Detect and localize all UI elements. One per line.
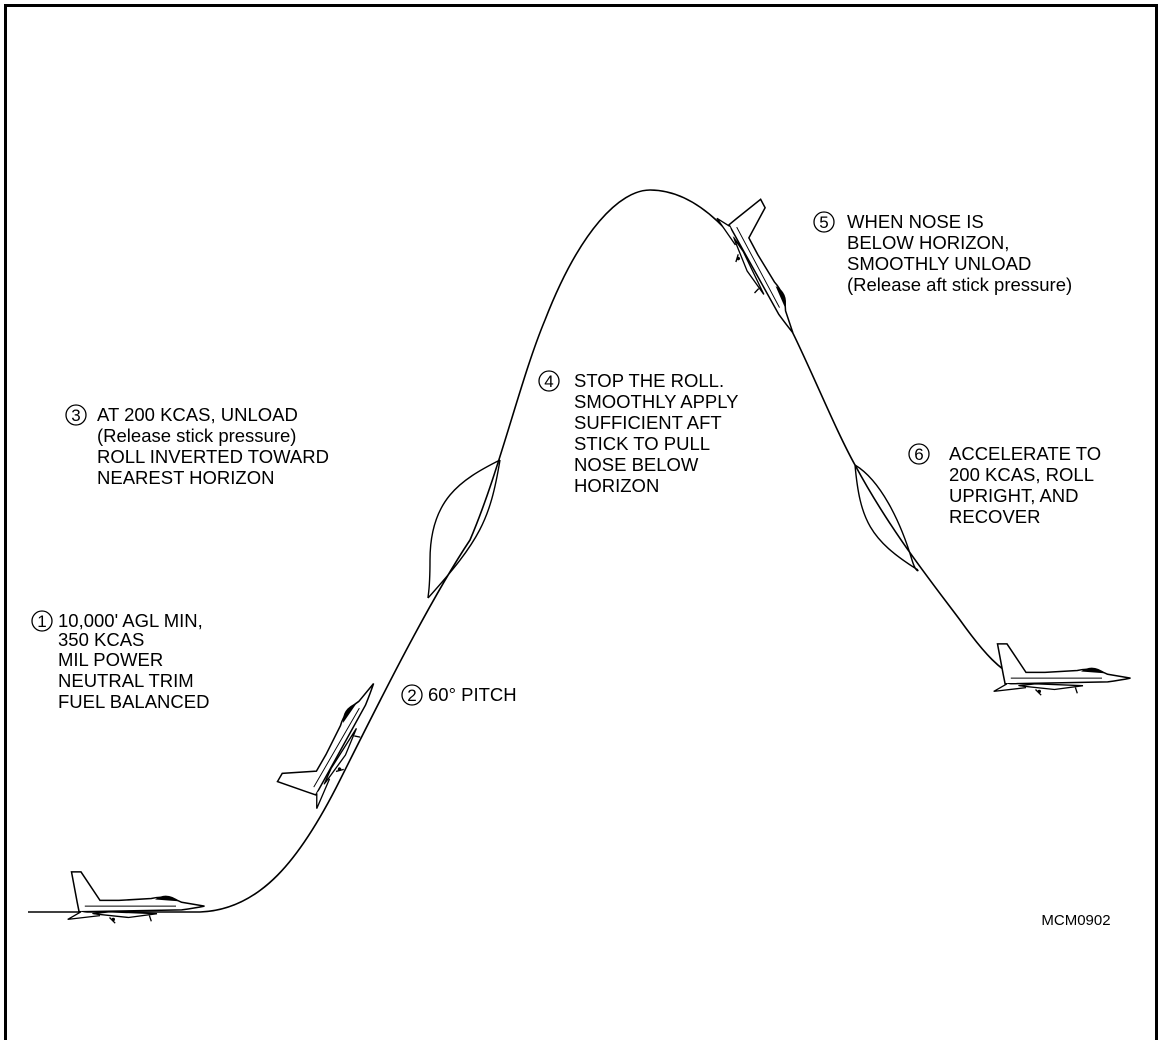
step-5-line-1: WHEN NOSE IS (847, 211, 984, 232)
step-6-line-1: ACCELERATE TO (949, 443, 1101, 464)
step-6-line-2: 200 KCAS, ROLL (949, 464, 1094, 485)
roll-twist-right-b (854, 464, 919, 571)
flight-path (28, 189, 1021, 913)
step-5-line-3: SMOOTHLY UNLOAD (847, 253, 1031, 274)
step-5: 5 WHEN NOSE IS BELOW HORIZON, SMOOTHLY U… (813, 211, 1072, 295)
figure-code: MCM0902 (1041, 912, 1110, 929)
step-6-number: 6 (914, 445, 923, 464)
figure-frame (4, 4, 1158, 1040)
step-4-line-6: HORIZON (574, 475, 659, 496)
jet-fighter-icon (274, 665, 390, 812)
step-4-line-4: STICK TO PULL (574, 433, 710, 454)
step-5-line-4: (Release aft stick pressure) (847, 274, 1072, 295)
step-1-line-3: MIL POWER (58, 649, 163, 670)
step-3-line-1: AT 200 KCAS, UNLOAD (97, 404, 298, 425)
step-5-line-2: BELOW HORIZON, (847, 232, 1009, 253)
step-1-number: 1 (37, 612, 46, 631)
step-5-number: 5 (819, 213, 828, 232)
step-2: 2 60° PITCH (401, 684, 517, 706)
step-1: 1 10,000' AGL MIN, 350 KCAS MIL POWER NE… (31, 610, 209, 712)
step-3: 3 AT 200 KCAS, UNLOAD (Release stick pre… (65, 404, 329, 488)
step-1-line-1: 10,000' AGL MIN, (58, 610, 203, 631)
step-3-line-2: (Release stick pressure) (97, 425, 296, 446)
step-2-number: 2 (407, 686, 416, 705)
step-4: 4 STOP THE ROLL. SMOOTHLY APPLY SUFFICIE… (538, 370, 739, 496)
step-3-line-4: NEAREST HORIZON (97, 467, 274, 488)
step-4-line-2: SMOOTHLY APPLY (574, 391, 739, 412)
step-3-number: 3 (71, 406, 80, 425)
jet-fighter-icon (712, 195, 824, 342)
step-6-line-4: RECOVER (949, 506, 1041, 527)
roll-twist-left (427, 459, 501, 599)
step-4-line-3: SUFFICIENT AFT (574, 412, 722, 433)
step-1-line-2: 350 KCAS (58, 629, 144, 650)
step-2-line-1: 60° PITCH (428, 684, 517, 705)
roll-twist-right (854, 464, 919, 572)
step-4-line-5: NOSE BELOW (574, 454, 699, 475)
step-4-number: 4 (544, 372, 553, 391)
step-3-line-3: ROLL INVERTED TOWARD (97, 446, 329, 467)
step-1-line-4: NEUTRAL TRIM (58, 670, 194, 691)
step-6-line-3: UPRIGHT, AND (949, 485, 1079, 506)
jet-fighter-icon (992, 643, 1132, 696)
step-4-line-1: STOP THE ROLL. (574, 370, 724, 391)
roll-twist-left-b (427, 459, 501, 599)
jet-fighter-icon (66, 871, 206, 924)
step-6: 6 ACCELERATE TO 200 KCAS, ROLL UPRIGHT, … (908, 443, 1101, 527)
step-1-line-5: FUEL BALANCED (58, 691, 209, 712)
